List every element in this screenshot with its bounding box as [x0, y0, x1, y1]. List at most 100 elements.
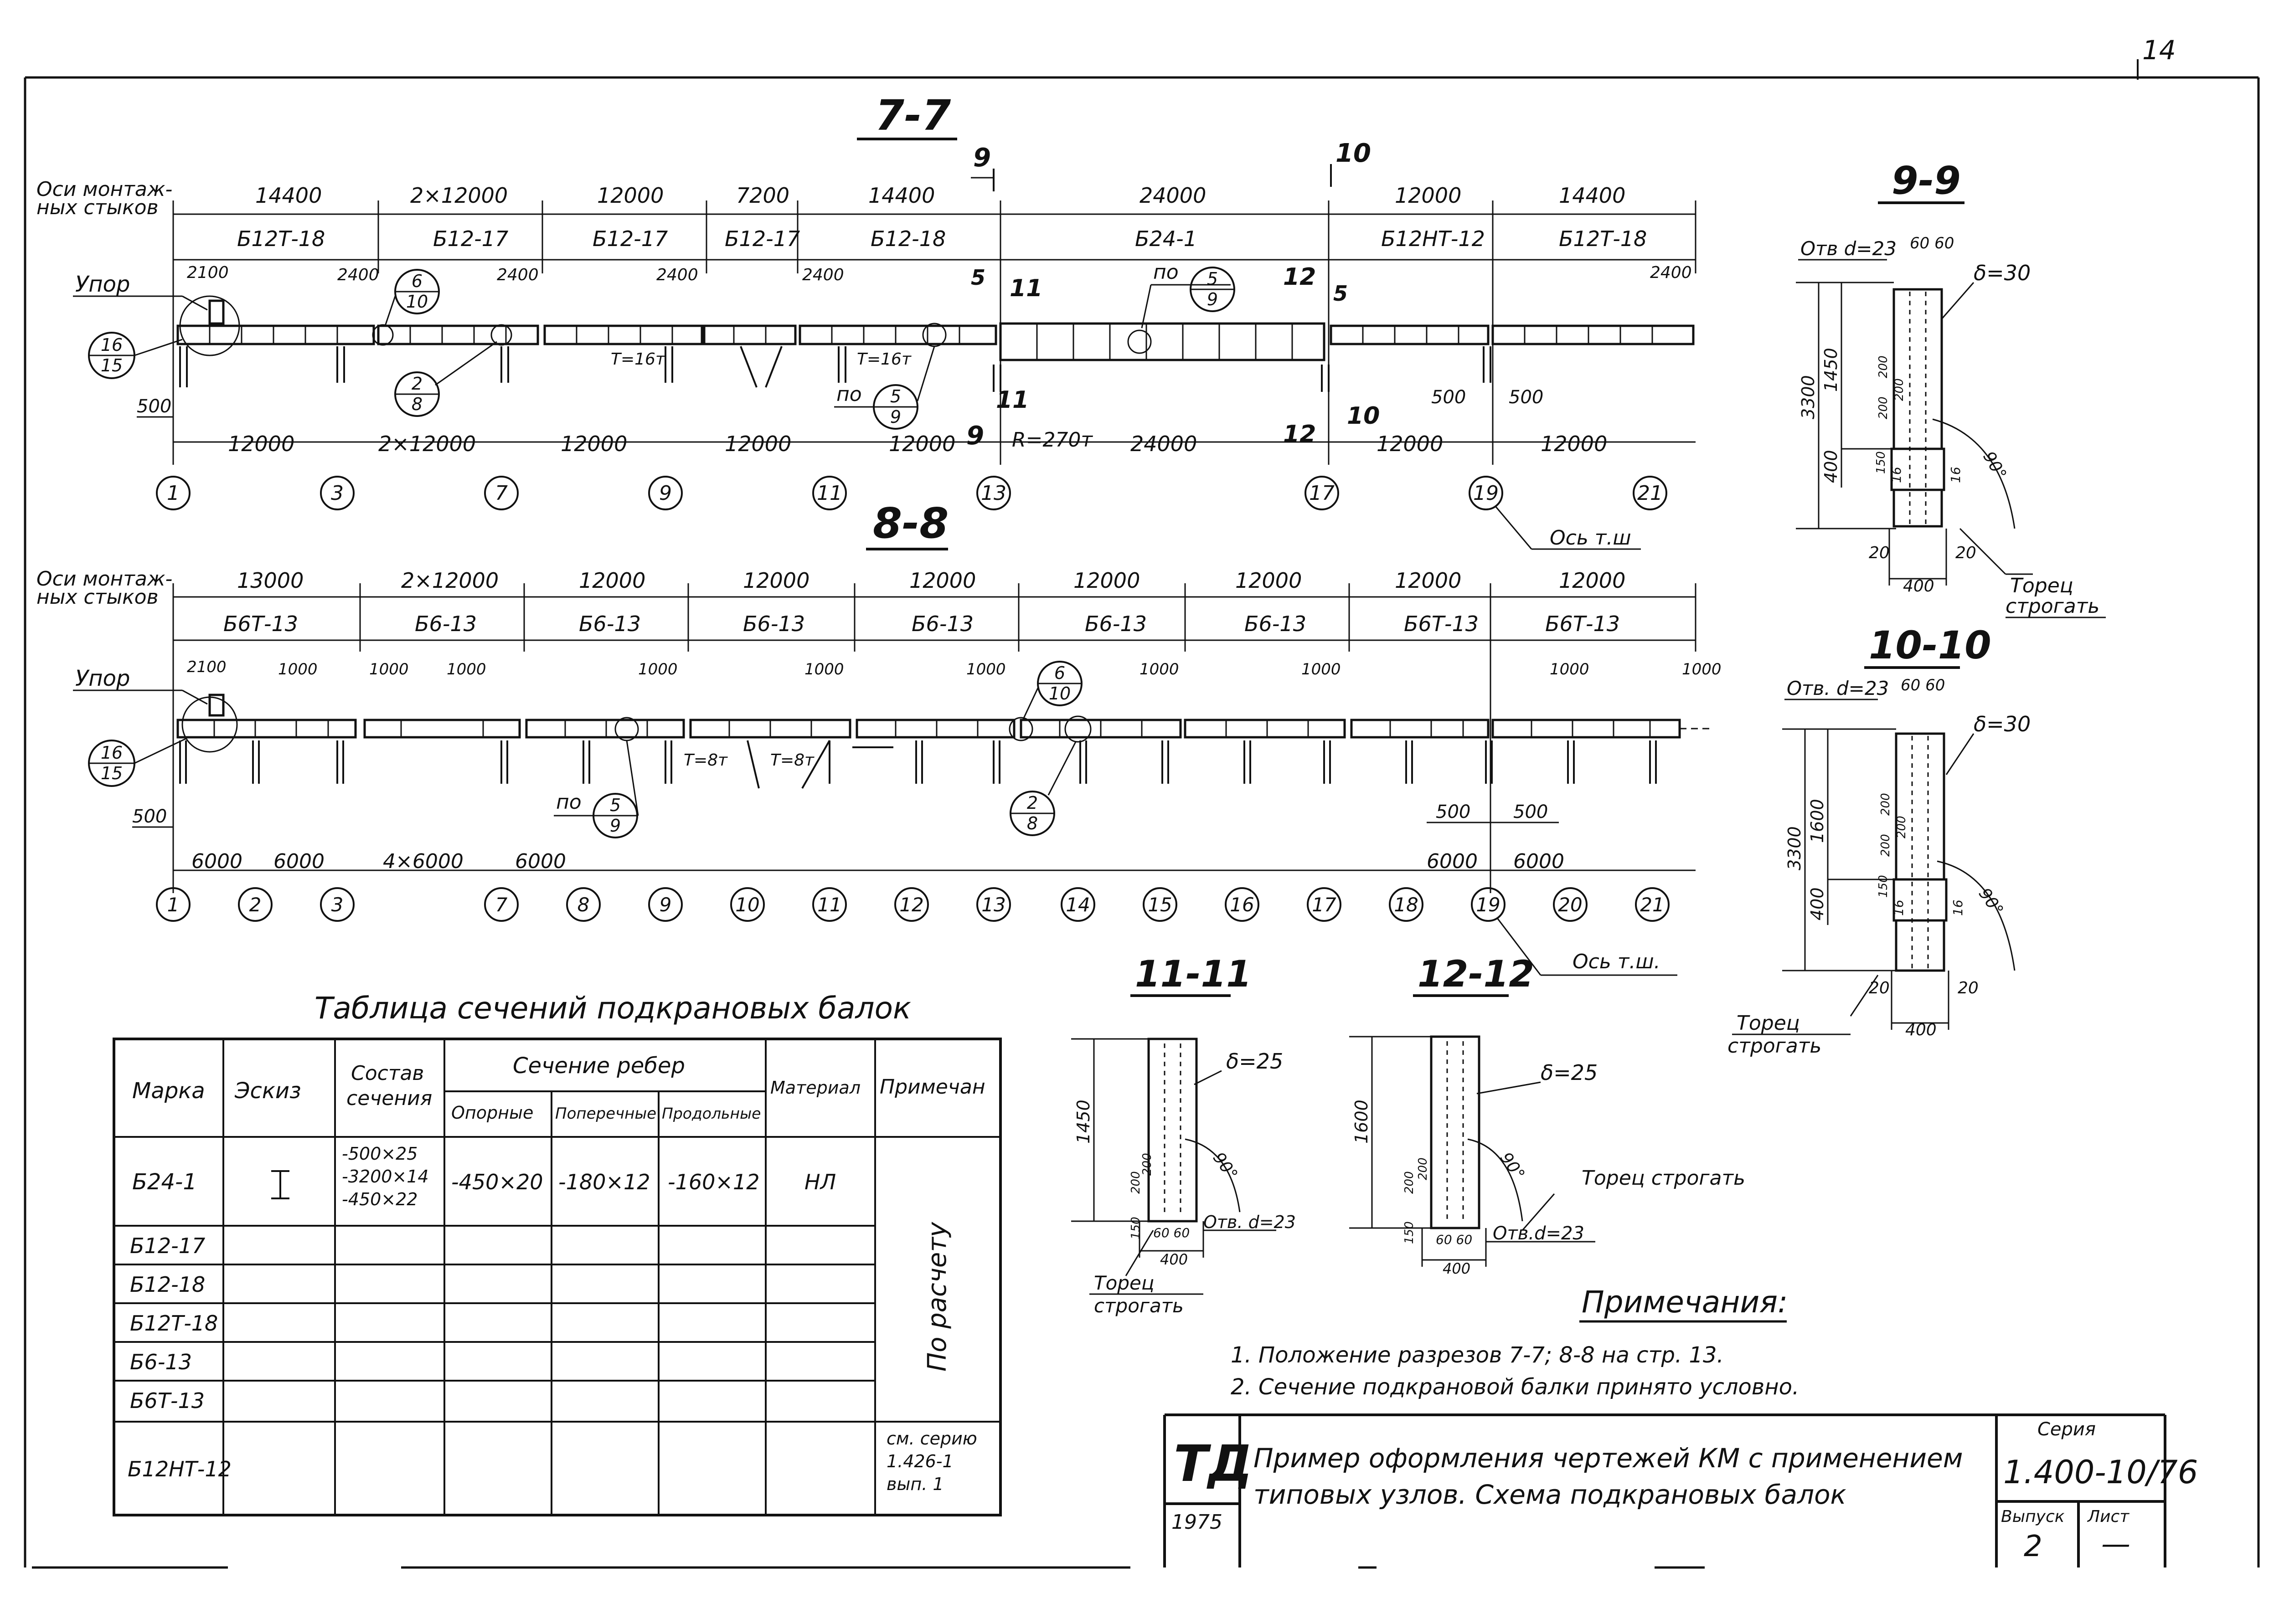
- section-12-12-title: 12-12: [1418, 953, 1534, 995]
- face-9-l2: строгать: [2006, 595, 2099, 618]
- issue-value: 2: [2024, 1530, 2042, 1563]
- dim-8-bot-1: 6000: [191, 850, 242, 873]
- dim-9-400: 400: [1821, 450, 1841, 483]
- height-12: 1600: [1351, 1100, 1372, 1144]
- beam-mark-8-4: Б6-13: [743, 612, 805, 636]
- note-rotated: По расчету: [923, 1222, 952, 1372]
- beams-7-7: [176, 322, 1695, 361]
- callout-6-10-a: 6 10: [384, 269, 440, 326]
- width-12: 400: [1443, 1260, 1470, 1277]
- po-label-7a: по: [1153, 261, 1179, 284]
- th-ribs: Сечение ребер: [513, 1053, 685, 1079]
- dim-7-top-3: 12000: [597, 183, 664, 208]
- load-label: R=270т: [1012, 428, 1093, 452]
- i-beam-icon: [271, 1170, 289, 1199]
- callout-2-b: 2: [1027, 793, 1038, 813]
- dim-7-bot-4: 12000: [725, 432, 791, 456]
- beam-ribs-7-7: [209, 324, 1653, 360]
- small-dim-8-1: 2100: [187, 658, 227, 676]
- pitch-9: 60 60: [1910, 234, 1954, 252]
- axis-7-1: 1: [167, 482, 180, 505]
- callout-5-9-c: 5 9: [593, 793, 638, 838]
- callout-9-a: 9: [1207, 289, 1218, 309]
- note-1: 1. Положение разрезов 7-7; 8-8 на стр. 1…: [1231, 1342, 1724, 1368]
- dim-10-200b: 200: [1879, 834, 1892, 857]
- delta-9: δ=30: [1974, 261, 2031, 285]
- axis-8-15: 15: [1148, 894, 1172, 916]
- row-1-comp-b: -3200×14: [342, 1167, 429, 1187]
- dim-10-150: 150: [1877, 875, 1890, 898]
- callout-6-10-b: 6 10: [1022, 661, 1083, 719]
- row-1-material: НЛ: [804, 1170, 836, 1194]
- small-dim-7-3: 2400: [497, 266, 539, 284]
- callout-8-b: 8: [1027, 813, 1038, 833]
- small-dim-8-2: 1000: [278, 660, 318, 678]
- axis-label-8: Ось т.ш.: [1573, 950, 1660, 973]
- small-dim-7-2: 2400: [337, 266, 379, 284]
- mid-500-7a: 500: [1431, 387, 1466, 408]
- th-support: Опорные: [451, 1103, 533, 1123]
- delta-11: δ=25: [1226, 1049, 1283, 1074]
- cut-5-a: 5: [971, 265, 985, 290]
- th-sketch: Эскиз: [234, 1078, 301, 1104]
- axis-7-7: 7: [495, 482, 508, 505]
- callout-16-15-b: 16 15: [88, 737, 187, 787]
- dim-7-top-6: 24000: [1140, 183, 1206, 208]
- title-desc-1: Пример оформления чертежей КМ с применен…: [1253, 1443, 1963, 1474]
- beam-mark-7-5: Б12-18: [871, 226, 946, 251]
- section-11-11-title: 11-11: [1135, 953, 1252, 995]
- callout-6-a: 6: [412, 271, 423, 291]
- callout-16-a: 16: [101, 335, 123, 355]
- dim-7-bot-8: 12000: [1541, 432, 1607, 456]
- dim-7-top-1: 14400: [255, 183, 322, 208]
- row-2-mark: Б12-17: [130, 1233, 205, 1258]
- dim-7-bot-7: 12000: [1377, 432, 1443, 456]
- dim-7-bot-3: 12000: [561, 432, 627, 456]
- face-11-l1: Торец: [1094, 1272, 1154, 1294]
- pitch-12: 60 60: [1436, 1232, 1472, 1247]
- inner-12-b: 200: [1416, 1157, 1430, 1180]
- row-3-mark: Б12-18: [130, 1272, 205, 1297]
- th-cross: Поперечные: [555, 1105, 656, 1123]
- section-7-7: 7-7 Оси монтаж- ных стыков 14400 2×12000…: [36, 91, 1696, 550]
- dim-8-top-1: 13000: [237, 568, 304, 593]
- axis-8-7: 7: [495, 894, 508, 916]
- inner-11-a: 200: [1129, 1171, 1143, 1194]
- width-11: 400: [1160, 1251, 1188, 1268]
- face-9-l1: Торец: [2010, 574, 2073, 597]
- row-1-comp-c: -450×22: [342, 1189, 418, 1209]
- axis-8-2: 2: [249, 894, 262, 916]
- axes-caption-8-line1: Оси монтаж-: [36, 567, 172, 591]
- th-mark: Марка: [132, 1078, 205, 1104]
- callout-5-9-b: 5 9: [873, 346, 935, 430]
- cut-10-bottom: 10: [1347, 402, 1380, 430]
- beam-mark-7-2: Б12-17: [433, 226, 508, 251]
- series-value: 1.400-10/76: [2003, 1454, 2198, 1491]
- sheet-value: —: [2101, 1527, 2130, 1561]
- left-500-8: 500: [132, 806, 167, 827]
- row-7-mark: Б12НТ-12: [128, 1457, 232, 1481]
- face-10-l2: строгать: [1727, 1034, 1821, 1058]
- callout-9-c: 9: [610, 816, 621, 836]
- columns-7-7: [179, 346, 1491, 392]
- callout-16-15-a: 16 15: [88, 332, 183, 379]
- callout-10-b: 10: [1049, 684, 1071, 704]
- sixteen-9b: 16: [1948, 467, 1963, 483]
- small-dim-8-3: 1000: [369, 660, 409, 678]
- callout-9-b: 9: [890, 407, 901, 427]
- axis-7-21: 21: [1637, 482, 1663, 505]
- dim-7-top-2: 2×12000: [410, 183, 508, 208]
- holes-10: Отв. d=23: [1787, 677, 1889, 699]
- face-11-l2: строгать: [1094, 1295, 1184, 1317]
- dim-10-200c: 200: [1895, 816, 1908, 838]
- callout-15-b: 15: [101, 763, 123, 783]
- holes-12: Отв.d=23: [1493, 1223, 1584, 1244]
- th-comp-2: сечения: [346, 1087, 432, 1110]
- axes-caption-8-line2: ных стыков: [36, 586, 159, 609]
- callout-2-a: 2: [412, 374, 423, 394]
- callout-6-b: 6: [1054, 663, 1065, 683]
- holes-11: Отв. d=23: [1203, 1212, 1296, 1232]
- dim-10-1600: 1600: [1807, 799, 1827, 843]
- axis-8-12: 12: [899, 894, 923, 916]
- small-dim-7-4: 2400: [656, 266, 698, 284]
